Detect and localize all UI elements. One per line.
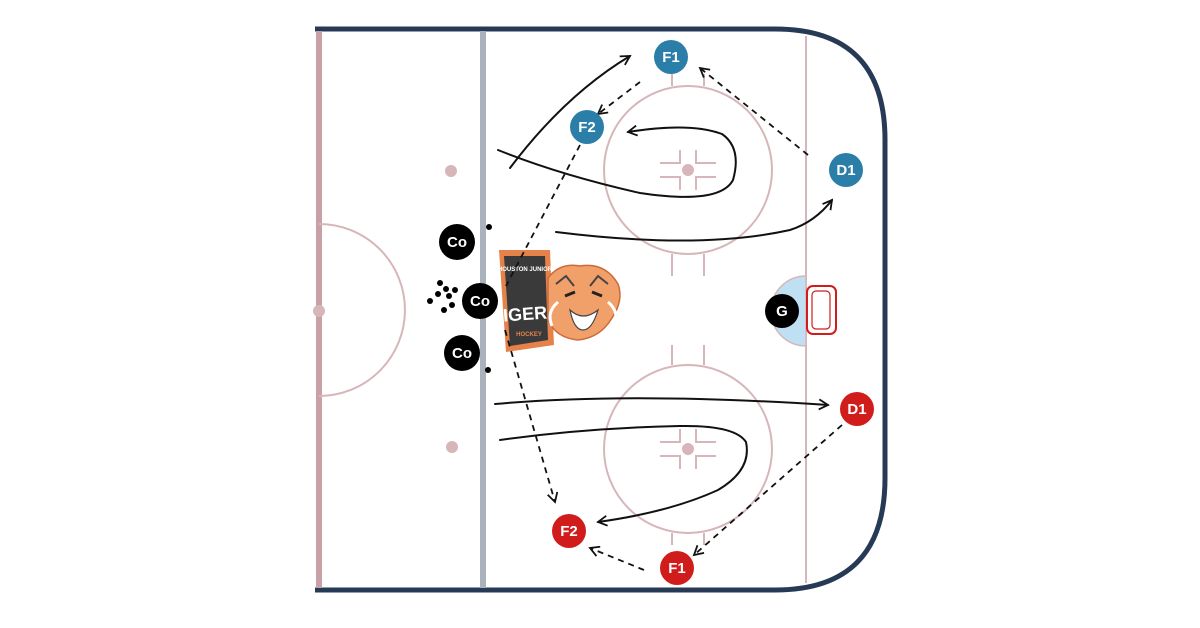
- player-blue-d1: D1: [829, 153, 863, 187]
- coach-bottom: Co: [444, 335, 480, 371]
- pass-co-to-red-f2: [504, 329, 559, 504]
- path-red-f2-loop: [499, 424, 748, 527]
- neutral-dot-bottom: [446, 441, 458, 453]
- player-red-d1: D1: [840, 392, 874, 426]
- pass-blue-f1-to-f2: [596, 81, 641, 116]
- tiger-head-icon: [547, 264, 621, 341]
- player-blue-f1: F1: [654, 40, 688, 74]
- goal-net: [806, 285, 837, 335]
- center-faceoff-dot: [313, 305, 325, 317]
- tigers-logo: HOUSTON JUNIOR TIGERS HOCKEY: [491, 250, 621, 352]
- path-red-d1: [494, 397, 830, 411]
- path-blue-f1: [509, 55, 632, 169]
- pucks: [427, 224, 492, 373]
- puck: [446, 293, 452, 299]
- puck: [449, 302, 455, 308]
- pass-blue-f2-to-co: [505, 144, 581, 287]
- puck: [437, 280, 443, 286]
- player-label: Co: [452, 345, 472, 362]
- puck: [427, 298, 433, 304]
- coach-mid: Co: [462, 283, 498, 319]
- pass-lines: [504, 66, 843, 571]
- puck: [486, 224, 492, 230]
- player-label: D1: [836, 162, 855, 179]
- player-label: Co: [470, 293, 490, 310]
- pass-red-f1-to-f2: [588, 545, 645, 571]
- puck: [441, 307, 447, 313]
- puck: [485, 367, 491, 373]
- players: F1 F2 D1 D1 F2 F1 G Co: [439, 40, 874, 585]
- puck: [443, 286, 449, 292]
- player-label: F2: [560, 523, 578, 540]
- coach-top: Co: [439, 224, 475, 260]
- player-label: F2: [578, 119, 596, 136]
- logo-arc-text: HOUSTON JUNIOR: [498, 267, 553, 273]
- skating-paths: [494, 55, 834, 527]
- player-blue-f2: F2: [570, 110, 604, 144]
- puck: [435, 291, 441, 297]
- logo-shield-inner: [504, 256, 548, 346]
- top-faceoff-circle: [603, 74, 773, 276]
- puck: [452, 287, 458, 293]
- player-label: F1: [668, 560, 686, 577]
- player-goalie: G: [765, 294, 799, 328]
- player-red-f1: F1: [660, 551, 694, 585]
- player-label: G: [776, 303, 788, 320]
- pass-blue-d1-to-f1: [698, 66, 809, 156]
- path-blue-f2-loop: [497, 124, 737, 198]
- bottom-faceoff-circle: [603, 345, 773, 545]
- path-blue-d1: [555, 198, 834, 242]
- center-circle: [318, 223, 406, 397]
- player-label: D1: [847, 401, 866, 418]
- neutral-dot-top: [445, 165, 457, 177]
- logo-sub: HOCKEY: [516, 332, 542, 338]
- player-label: F1: [662, 49, 680, 66]
- player-label: Co: [447, 234, 467, 251]
- player-red-f2: F2: [552, 514, 586, 548]
